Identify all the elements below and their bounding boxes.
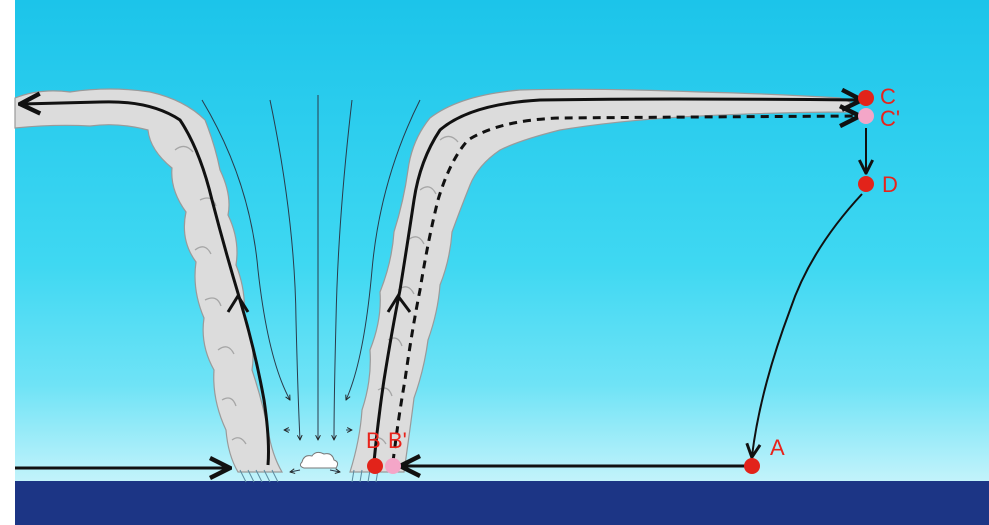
point-b-prime (385, 458, 401, 474)
point-c (858, 90, 874, 106)
label-c-prime: C' (880, 106, 900, 131)
label-d: D (882, 172, 898, 197)
point-c-prime (858, 108, 874, 124)
label-b-prime: B' (388, 428, 407, 453)
label-b: B (366, 428, 381, 453)
point-b (367, 458, 383, 474)
label-a: A (770, 435, 785, 460)
sky-background (15, 0, 989, 482)
point-d (858, 176, 874, 192)
ocean-surface (15, 481, 989, 525)
point-a (744, 458, 760, 474)
